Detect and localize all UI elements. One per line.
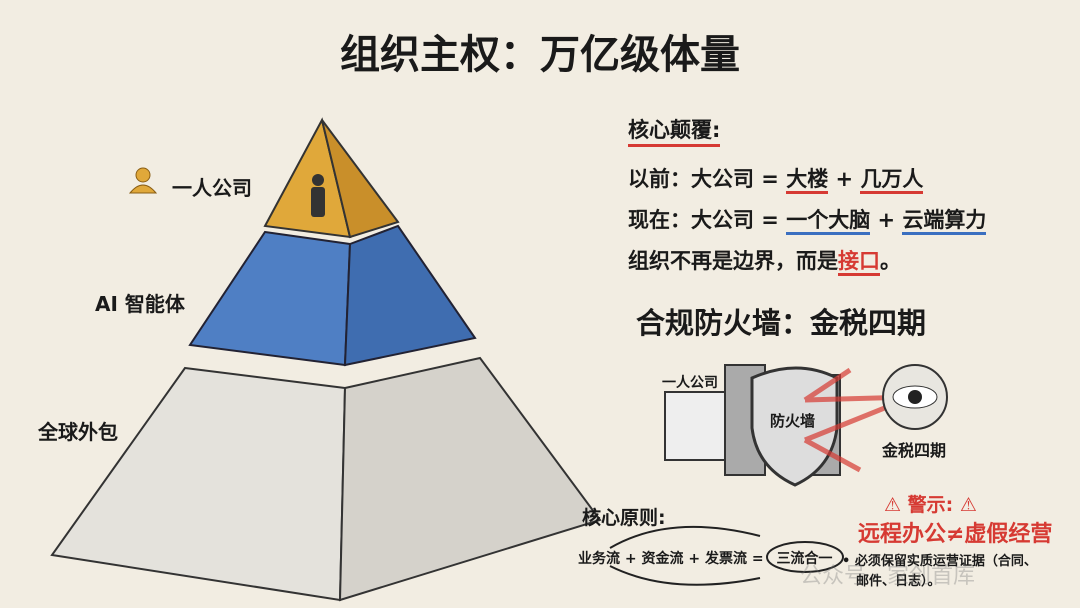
before-building: 大楼 [786, 167, 829, 194]
pyramid-top-right [321, 119, 400, 239]
page-title: 组织主权：万亿级体量 [340, 32, 740, 78]
warning-heading: ⚠ 警示: ⚠ [884, 494, 977, 516]
company-label: 一人公司 [662, 375, 718, 391]
eye-label: 金税四期 [882, 441, 947, 460]
pyramid-middle-front [188, 230, 352, 367]
equation-terms: 业务流 + 资金流 + 发票流 = [578, 551, 769, 567]
plus: + [828, 167, 861, 191]
before-people: 几万人 [860, 167, 924, 194]
watermark: 公众号 · 家创首库 [800, 564, 975, 589]
disruption-heading: 核心颠覆: [628, 114, 721, 147]
org-line: 组织不再是边界，而是接口。 [628, 245, 901, 276]
tier-label-middle: AI 智能体 [95, 292, 185, 316]
equation-result: 三流合一 [776, 551, 833, 567]
pyramid-middle-right [343, 224, 477, 367]
org-prefix: 组织不再是边界，而是 [628, 249, 838, 273]
pyramid-bottom-front [50, 366, 347, 602]
compliance-heading: 合规防火墙：金税四期 [636, 306, 927, 340]
warning-statement: 远程办公≠虚假经营 [858, 522, 1053, 547]
person-badge-icon [128, 167, 158, 194]
before-prefix: 以前：大公司 = [628, 167, 787, 191]
shield-label: 防火墙 [770, 412, 816, 430]
cycle-arrow-bottom [609, 565, 761, 586]
warning-bullet-1: • 必须保留实质运营证据（合同、 [842, 554, 1037, 569]
building-icon [664, 391, 726, 461]
before-line: 以前：大公司 = 大楼 + 几万人 [628, 163, 924, 194]
pyramid-bottom-right [338, 356, 602, 602]
now-brain: 一个大脑 [786, 208, 871, 235]
warning-bullet-2: 邮件、日志）。 [856, 574, 941, 589]
cycle-arrow-top [609, 525, 761, 549]
org-interface: 接口 [838, 249, 880, 276]
now-prefix: 现在：大公司 = [628, 208, 787, 232]
result-circle [766, 541, 844, 573]
firewall-illustration [664, 364, 948, 487]
person-icon [311, 174, 325, 217]
tier-label-top: 一人公司 [172, 176, 252, 200]
now-compute: 云端算力 [902, 208, 987, 235]
principle-heading: 核心原则: [582, 507, 666, 529]
now-line: 现在：大公司 = 一个大脑 + 云端算力 [628, 204, 987, 235]
principle-equation: 业务流 + 资金流 + 发票流 = 三流合一 [578, 548, 832, 568]
plus: + [870, 208, 903, 232]
org-suffix: 。 [880, 249, 901, 273]
tier-label-bottom: 全球外包 [38, 420, 118, 444]
